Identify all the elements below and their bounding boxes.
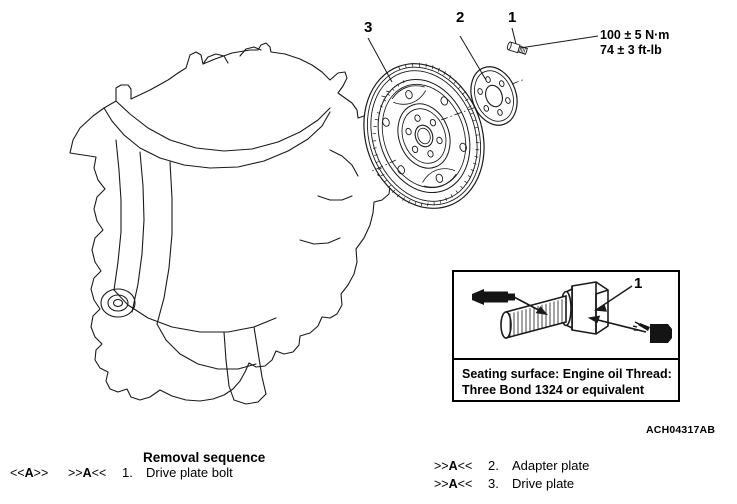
list-item: >>A<< 2. Adapter plate — [434, 458, 589, 476]
torque-specification: 100 ± 5 N·m 74 ± 3 ft-lb — [600, 28, 669, 58]
sealant-applicator-icon — [472, 289, 515, 305]
thread-sealant-arrow — [513, 296, 549, 316]
list-item: <<A>> >>A<< 1. Drive plate bolt — [10, 465, 233, 483]
inset-caption-line-2: Three Bond 1324 or equivalent — [462, 383, 644, 397]
drive-plate — [363, 62, 485, 209]
seating-surface-arrow — [587, 315, 647, 333]
leader-lines — [367, 27, 599, 83]
ring-gear-teeth — [372, 62, 480, 207]
removal-mark-a: >>A<< — [68, 466, 107, 480]
inset-callout-1: 1 — [634, 275, 643, 292]
drive-plate-bolt-small — [506, 41, 528, 55]
callout-2: 2 — [456, 9, 465, 26]
main-assembly-drawing — [69, 27, 599, 405]
torque-imperial: 74 ± 3 ft-lb — [600, 43, 662, 57]
adapter-plate-bolt-holes — [477, 76, 511, 116]
assembly-mark-a: <<A>> — [10, 466, 49, 480]
assembly-centerline — [371, 78, 526, 172]
bolt-thread — [500, 294, 567, 340]
callout-1: 1 — [508, 9, 517, 26]
sequence-label: Adapter plate — [512, 458, 590, 473]
removal-sequence-list-left: <<A>> >>A<< 1. Drive plate bolt — [10, 465, 233, 483]
sequence-number: 3. — [488, 476, 499, 491]
sequence-label: Drive plate — [512, 476, 575, 491]
engine-block-outline — [69, 42, 391, 405]
sealant-detail-inset: 1 Seating surface: Engine oil Thread: Th… — [452, 270, 680, 402]
drive-plate-bolt-holes — [405, 114, 443, 158]
adapter-plate — [470, 66, 518, 126]
list-item: >>A<< 3. Drive plate — [434, 476, 589, 494]
callout-3: 3 — [364, 19, 373, 36]
engine-oil-icon — [632, 321, 672, 343]
removal-sequence-heading: Removal sequence — [143, 450, 266, 465]
inset-caption-line-1: Seating surface: Engine oil Thread: — [462, 367, 672, 381]
figure-id-code: ACH04317AB — [646, 424, 716, 436]
inset-caption: Seating surface: Engine oil Thread: Thre… — [462, 366, 672, 398]
inset-bolt-drawing — [472, 281, 672, 343]
sequence-number: 2. — [488, 458, 499, 473]
drive-plate-lightening-holes — [382, 90, 468, 183]
removal-sequence-list-right: >>A<< 2. Adapter plate >>A<< 3. Drive pl… — [434, 458, 589, 494]
sequence-number: 1. — [122, 465, 133, 480]
inset-callout-leader — [593, 285, 633, 312]
removal-mark-a: >>A<< — [434, 477, 473, 491]
thread-hatching — [509, 299, 563, 337]
removal-mark-a: >>A<< — [434, 459, 473, 473]
torque-metric: 100 ± 5 N·m — [600, 28, 670, 42]
inset-divider — [454, 358, 678, 360]
sequence-label: Drive plate bolt — [146, 465, 233, 480]
